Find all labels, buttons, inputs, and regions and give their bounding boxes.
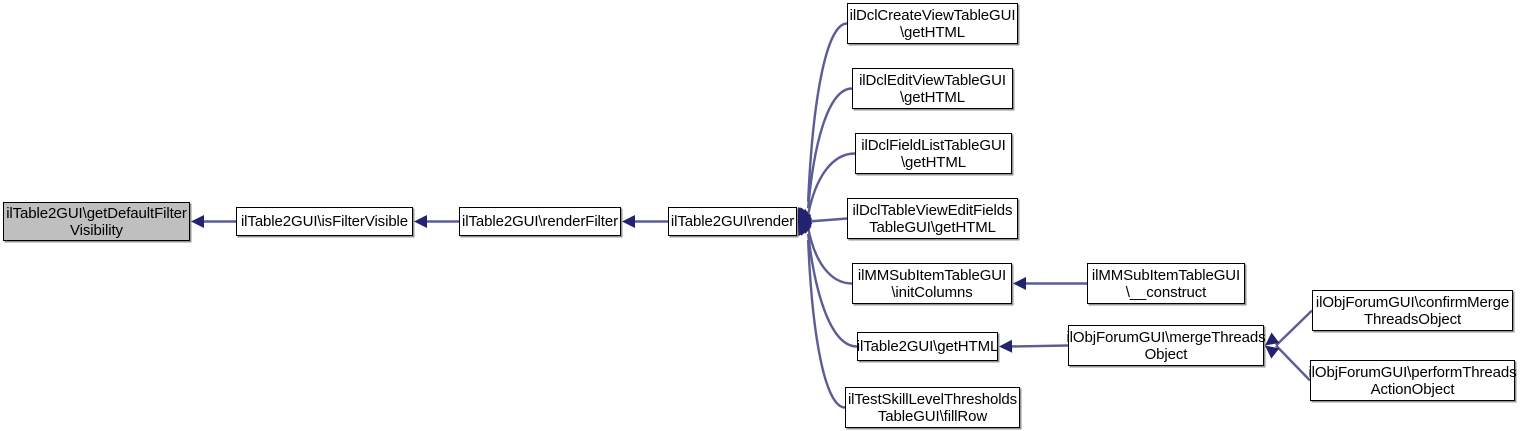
graph-arrowhead-dclCreateViewGetHTML-to-render [798, 206, 810, 222]
graph-node-table2GetHTML[interactable]: ilTable2GUI\getHTML [857, 332, 998, 361]
graph-node-dclCreateViewGetHTML[interactable]: ilDclCreateViewTableGUI \getHTML [847, 3, 1018, 44]
graph-edge-dclCreateViewGetHTML-to-render [806, 22, 848, 202]
graph-node-label: ilObjForumGUI\performThreads ActionObjec… [1308, 363, 1517, 398]
graph-arrowhead-dclTableViewEditFieldsGetHTML-to-render [798, 214, 812, 228]
graph-node-mmSubItemConstruct[interactable]: ilMMSubItemTableGUI \__construct [1087, 263, 1245, 304]
graph-edge-testSkillLevelFillRow-to-render [806, 240, 846, 409]
graph-node-label: ilTable2GUI\getHTML [856, 338, 999, 355]
graph-arrowhead-isFilterVisible-to-getDefaultFilterVisibility [191, 215, 204, 228]
graph-node-mmSubItemInitColumns[interactable]: ilMMSubItemTableGUI \initColumns [852, 263, 1012, 304]
graph-edge-table2GetHTML-to-render [806, 233, 858, 348]
graph-node-label: ilDclFieldListTableGUI \getHTML [861, 136, 1006, 171]
graph-node-dclFieldListGetHTML[interactable]: ilDclFieldListTableGUI \getHTML [855, 133, 1012, 174]
graph-node-label: ilTable2GUI\render [670, 213, 795, 230]
graph-node-label: ilDclEditViewTableGUI \getHTML [859, 71, 1006, 106]
graph-node-testSkillLevelFillRow[interactable]: ilTestSkillLevelThresholds TableGUI\fill… [845, 387, 1020, 428]
graph-arrowhead-render-to-renderFilter [622, 215, 635, 228]
graph-node-dclTableViewEditFieldsGetHTML[interactable]: ilDclTableViewEditFields TableGUI\getHTM… [847, 198, 1018, 239]
graph-node-label: ilObjForumGUI\confirmMerge ThreadsObject [1315, 293, 1510, 328]
graph-node-label: ilObjForumGUI\mergeThreads Object [1066, 328, 1266, 363]
graph-node-label: ilTestSkillLevelThresholds TableGUI\fill… [847, 390, 1018, 425]
graph-arrowhead-renderFilter-to-isFilterVisible [414, 215, 427, 228]
graph-node-label: ilMMSubItemTableGUI \__construct [1091, 266, 1241, 301]
graph-arrowhead-mmSubItemConstruct-to-mmSubItemInitColumns [1013, 277, 1026, 290]
graph-edge-confirmMergeThreadsObject-to-mergeThreadsObject [1275, 309, 1313, 347]
graph-arrowhead-dclEditViewGetHTML-to-render [798, 207, 812, 222]
graph-node-label: ilTable2GUI\isFilterVisible [240, 213, 409, 230]
graph-node-getDefaultFilterVisibility[interactable]: ilTable2GUI\getDefaultFilter Visibility [3, 202, 190, 241]
graph-node-label: ilMMSubItemTableGUI \initColumns [857, 266, 1007, 301]
graph-node-label: ilDclTableViewEditFields TableGUI\getHTM… [852, 201, 1013, 236]
graph-node-label: ilDclCreateViewTableGUI \getHTML [849, 6, 1016, 41]
graph-node-confirmMergeThreadsObject[interactable]: ilObjForumGUI\confirmMerge ThreadsObject [1312, 290, 1513, 331]
graph-node-label: ilTable2GUI\renderFilter [462, 213, 618, 230]
graph-arrowhead-mmSubItemInitColumns-to-render [798, 221, 813, 234]
graph-edge-dclEditViewGetHTML-to-render [806, 87, 853, 209]
graph-edge-mmSubItemInitColumns-to-render [806, 227, 853, 285]
graph-node-performThreadsActionObject[interactable]: ilObjForumGUI\performThreads ActionObjec… [1308, 360, 1517, 401]
graph-edge-mergeThreadsObject-to-table2GetHTML [1009, 344, 1069, 348]
graph-node-render[interactable]: ilTable2GUI\render [668, 207, 797, 236]
graph-arrowhead-testSkillLevelFillRow-to-render [798, 221, 810, 237]
graph-node-renderFilter[interactable]: ilTable2GUI\renderFilter [459, 207, 621, 236]
graph-node-dclEditViewGetHTML[interactable]: ilDclEditViewTableGUI \getHTML [852, 68, 1013, 109]
graph-arrowhead-dclFieldListGetHTML-to-render [798, 208, 813, 222]
graph-node-label: ilTable2GUI\getDefaultFilter Visibility [6, 204, 187, 239]
graph-node-isFilterVisible[interactable]: ilTable2GUI\isFilterVisible [236, 207, 413, 236]
graph-node-mergeThreadsObject[interactable]: ilObjForumGUI\mergeThreads Object [1066, 325, 1266, 366]
graph-edge-dclTableViewEditFieldsGetHTML-to-render [808, 217, 848, 223]
graph-arrowhead-table2GetHTML-to-render [798, 221, 812, 236]
